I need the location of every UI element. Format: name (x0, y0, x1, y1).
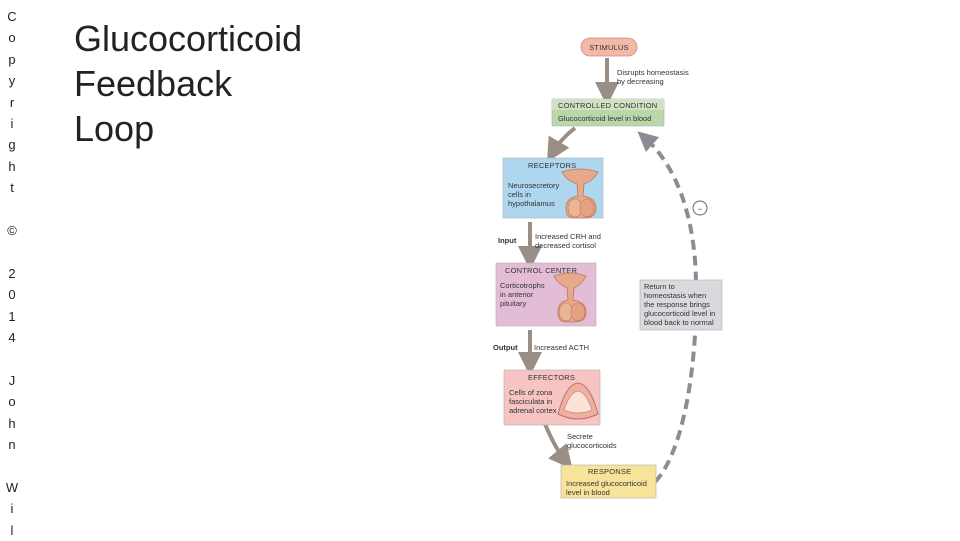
arrow-condition-to-receptors (546, 126, 577, 163)
effectors-line-2: fasciculata in (509, 397, 552, 406)
stimulus-label: STIMULUS (589, 43, 629, 52)
title-line-1: Glucocorticoid (74, 18, 303, 59)
secrete-line-1: Secrete (567, 432, 593, 441)
negative-feedback-loop (637, 131, 699, 484)
control-center-line-1: Corticotrophs (500, 281, 545, 290)
receptors-line-1: Neurosecretory (508, 181, 560, 190)
arrow-effectors-to-response (543, 423, 573, 470)
negative-sign: − (698, 205, 703, 214)
return-line-3: the response brings (644, 300, 710, 309)
response-header: RESPONSE (588, 467, 631, 476)
disrupts-text-line-2: by decreasing (617, 77, 664, 86)
response-line-2: level in blood (566, 488, 610, 497)
control-center-line-3: pituitary (500, 299, 527, 308)
input-label: Input (498, 236, 517, 245)
stimulus-box (580, 37, 638, 57)
receptors-line-2: cells in (508, 190, 531, 199)
output-desc: Increased ACTH (534, 343, 589, 352)
controlled-condition-body: Glucocorticoid level in blood (558, 114, 651, 123)
response-line-1: Increased glucocorticoid (566, 479, 647, 488)
response-box (560, 464, 657, 499)
hypothalamus-illustration-icon (561, 168, 599, 219)
input-desc-line-1: Increased CRH and (535, 232, 601, 241)
control-center-header: CONTROL CENTER (505, 266, 577, 275)
return-line-1: Return to (644, 282, 675, 291)
secrete-line-2: glucocorticoids (567, 441, 617, 450)
title-line-2: Feedback (74, 63, 233, 104)
receptors-line-3: hypothalamus (508, 199, 555, 208)
return-line-5: blood back to normal (644, 318, 714, 327)
slide-title: Glucocorticoid Feedback Loop (74, 16, 374, 151)
return-homeostasis-box (639, 279, 723, 331)
title-line-3: Loop (74, 108, 155, 149)
effectors-line-3: adrenal cortex (509, 406, 557, 415)
effectors-header: EFFECTORS (528, 373, 575, 382)
output-label: Output (493, 343, 518, 352)
negative-sign-circle (692, 200, 708, 216)
adrenal-cortex-illustration-icon (557, 382, 599, 420)
input-desc-line-2: decreased cortisol (535, 241, 596, 250)
return-line-4: glucocorticoid level in (644, 309, 715, 318)
copyright-vertical-text: C o p y r i g h t © 2 0 1 4 J o h n W i … (5, 9, 19, 538)
pituitary-illustration-icon (553, 272, 587, 323)
controlled-condition-header-band (552, 99, 664, 110)
disrupts-text-line-1: Disrupts homeostasis (617, 68, 689, 77)
return-line-2: homeostasis when (644, 291, 706, 300)
receptors-header: RECEPTORS (528, 161, 576, 170)
controlled-condition-header: CONTROLLED CONDITION (558, 101, 657, 110)
control-center-line-2: in anterior (500, 290, 534, 299)
effectors-line-1: Cells of zona (509, 388, 553, 397)
